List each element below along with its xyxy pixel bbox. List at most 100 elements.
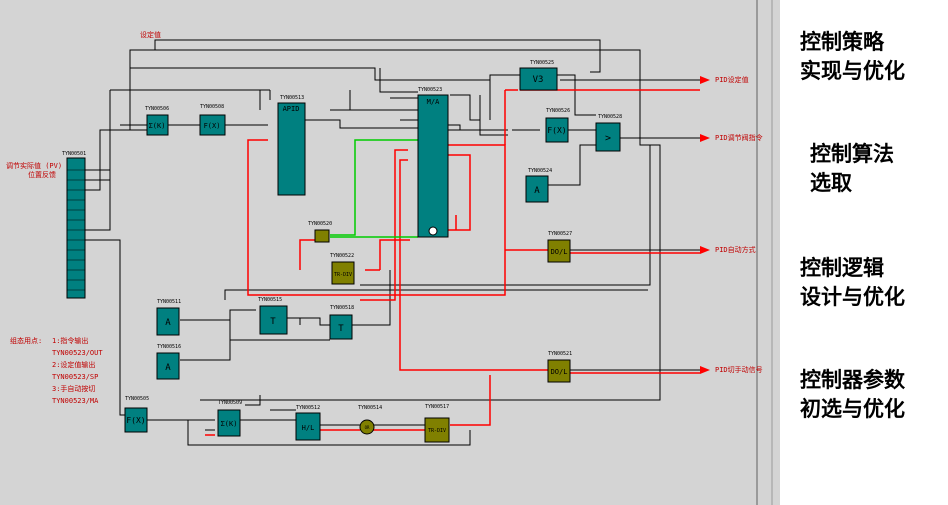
fx2-id: TYN00526 bbox=[546, 108, 570, 114]
config-note-1: 1:指令输出 bbox=[52, 336, 88, 345]
output-arrows bbox=[700, 76, 710, 374]
sidebar-line: 选取 bbox=[810, 171, 852, 195]
v3-id: TYN00525 bbox=[530, 60, 554, 66]
config-note-3: 2:设定值输出 bbox=[52, 360, 95, 369]
trdiv1-block[interactable] bbox=[331, 261, 355, 285]
trdiv1-symbol: TR-DIV bbox=[334, 272, 352, 278]
ma-tracking-icon bbox=[428, 226, 438, 236]
fx3-symbol: F(X) bbox=[126, 416, 145, 425]
setpoint-title: 设定值 bbox=[140, 30, 161, 39]
a1-id: TYN00511 bbox=[157, 299, 181, 305]
sidebar-line: 控制逻辑 bbox=[800, 256, 884, 280]
fx3-block[interactable] bbox=[124, 407, 148, 433]
sidebar-line: 控制器参数 bbox=[800, 368, 905, 392]
block-ids: TYN00501 TYN00506 TYN00508 TYN00513 TYN0… bbox=[62, 60, 622, 411]
ma-symbol: M/A bbox=[427, 98, 440, 106]
a2-block[interactable] bbox=[156, 352, 180, 380]
sidebar-item-algorithm: 控制算法 选取 bbox=[810, 140, 948, 198]
t2-symbol: T bbox=[338, 324, 344, 334]
dol2-id: TYN00521 bbox=[548, 351, 572, 357]
sum1-symbol: Σ(K) bbox=[149, 122, 166, 130]
t2-id: TYN00518 bbox=[330, 305, 354, 311]
dol1-symbol: DO/L bbox=[551, 248, 568, 256]
ma-block[interactable] bbox=[417, 94, 449, 238]
v3-block[interactable] bbox=[519, 67, 558, 91]
sidebar-line: 设计与优化 bbox=[800, 285, 905, 309]
input-strip-id: TYN00501 bbox=[62, 151, 86, 157]
ma-id: TYN00523 bbox=[418, 87, 442, 93]
pv-input-label: 调节实际值 (PV) bbox=[6, 161, 62, 170]
t2-block[interactable] bbox=[329, 314, 353, 340]
sidebar-line: 实现与优化 bbox=[800, 59, 905, 83]
sum2-id: TYN00509 bbox=[218, 400, 242, 406]
block-symbols: Σ(K) F(X) APID M/A V3 F(X) > A TR-DIV DO… bbox=[126, 75, 611, 434]
trdiv1-id: TYN00522 bbox=[330, 253, 354, 259]
hl-symbol: H/L bbox=[302, 424, 315, 432]
cmp-symbol: > bbox=[605, 133, 611, 144]
output-manual-label: PID切手动信号 bbox=[715, 365, 763, 374]
a1-symbol: A bbox=[165, 318, 171, 328]
black-wires bbox=[85, 39, 700, 446]
sidebar-item-strategy: 控制策略 实现与优化 bbox=[800, 28, 948, 86]
a-const-block[interactable] bbox=[525, 175, 549, 203]
output-setpoint-label: PID设定值 bbox=[715, 75, 749, 84]
red-wires bbox=[205, 89, 700, 436]
fx2-symbol: F(X) bbox=[547, 126, 566, 135]
fx1-id: TYN00508 bbox=[200, 104, 224, 110]
output-auto-label: PID自动方式 bbox=[715, 245, 756, 254]
a2-id: TYN00516 bbox=[157, 344, 181, 350]
sum1-block[interactable] bbox=[146, 114, 169, 136]
fx1-block[interactable] bbox=[199, 114, 226, 136]
fx2-block[interactable] bbox=[545, 117, 569, 143]
position-feedback-label: 位置反馈 bbox=[28, 170, 56, 179]
dol1-block[interactable] bbox=[547, 239, 571, 263]
a2-symbol: A bbox=[165, 363, 171, 373]
t1-id: TYN00515 bbox=[258, 297, 282, 303]
input-strip-rows bbox=[67, 169, 85, 291]
output-valve-label: PID调节阀指令 bbox=[715, 133, 763, 142]
dol2-block[interactable] bbox=[547, 359, 571, 383]
dol2-symbol: DO/L bbox=[551, 368, 568, 376]
t1-block[interactable] bbox=[259, 305, 288, 335]
apid-block[interactable] bbox=[277, 102, 306, 196]
green-wires bbox=[330, 139, 418, 238]
trdiv2-block[interactable] bbox=[424, 417, 450, 443]
config-note-6: TYN00523/MA bbox=[52, 397, 99, 405]
cmp-id: TYN00528 bbox=[598, 114, 622, 120]
or1-block[interactable] bbox=[359, 419, 375, 435]
small1-block[interactable] bbox=[314, 229, 330, 243]
input-strip-block[interactable] bbox=[66, 157, 86, 299]
sidebar-line: 控制策略 bbox=[800, 30, 884, 54]
sidebar-line: 初选与优化 bbox=[800, 397, 905, 421]
sidebar-item-parameters: 控制器参数 初选与优化 bbox=[800, 366, 948, 424]
trdiv2-symbol: TR-DIV bbox=[428, 428, 446, 434]
hl-block[interactable] bbox=[295, 412, 321, 441]
sum2-symbol: Σ(K) bbox=[221, 420, 238, 428]
dol1-id: TYN00527 bbox=[548, 231, 572, 237]
config-note-5: 3:手自动按切 bbox=[52, 384, 95, 393]
sidebar-line: 控制算法 bbox=[810, 142, 894, 166]
config-note-0: 组态用点: bbox=[10, 336, 42, 345]
fx3-id: TYN00505 bbox=[125, 396, 149, 402]
sum1-id: TYN00506 bbox=[145, 106, 169, 112]
trdiv2-id: TYN00517 bbox=[425, 404, 449, 410]
diagram-labels: 设定值 调节实际值 (PV) 位置反馈 PID设定值 PID调节阀指令 PID自… bbox=[6, 30, 763, 405]
small1-id: TYN00520 bbox=[308, 221, 332, 227]
v3-symbol: V3 bbox=[533, 75, 544, 85]
apid-id: TYN00513 bbox=[280, 95, 304, 101]
fx1-symbol: F(X) bbox=[204, 122, 221, 130]
a-const-symbol: A bbox=[534, 186, 540, 196]
t1-symbol: T bbox=[270, 317, 276, 327]
or1-symbol: OR bbox=[365, 425, 370, 430]
apid-symbol: APID bbox=[283, 105, 300, 113]
sum2-block[interactable] bbox=[217, 409, 241, 437]
config-note-4: TYN00523/SP bbox=[52, 373, 98, 381]
a1-block[interactable] bbox=[156, 307, 180, 336]
control-diagram-canvas: Σ(K) F(X) APID M/A V3 F(X) > A TR-DIV DO… bbox=[0, 0, 780, 505]
sidebar-item-logic: 控制逻辑 设计与优化 bbox=[800, 254, 948, 312]
hl-id: TYN00512 bbox=[296, 405, 320, 411]
comparator-block[interactable] bbox=[595, 122, 621, 152]
a-const-id: TYN00524 bbox=[528, 168, 552, 174]
or1-id: TYN00514 bbox=[358, 405, 382, 411]
config-note-2: TYN00523/OUT bbox=[52, 349, 103, 357]
